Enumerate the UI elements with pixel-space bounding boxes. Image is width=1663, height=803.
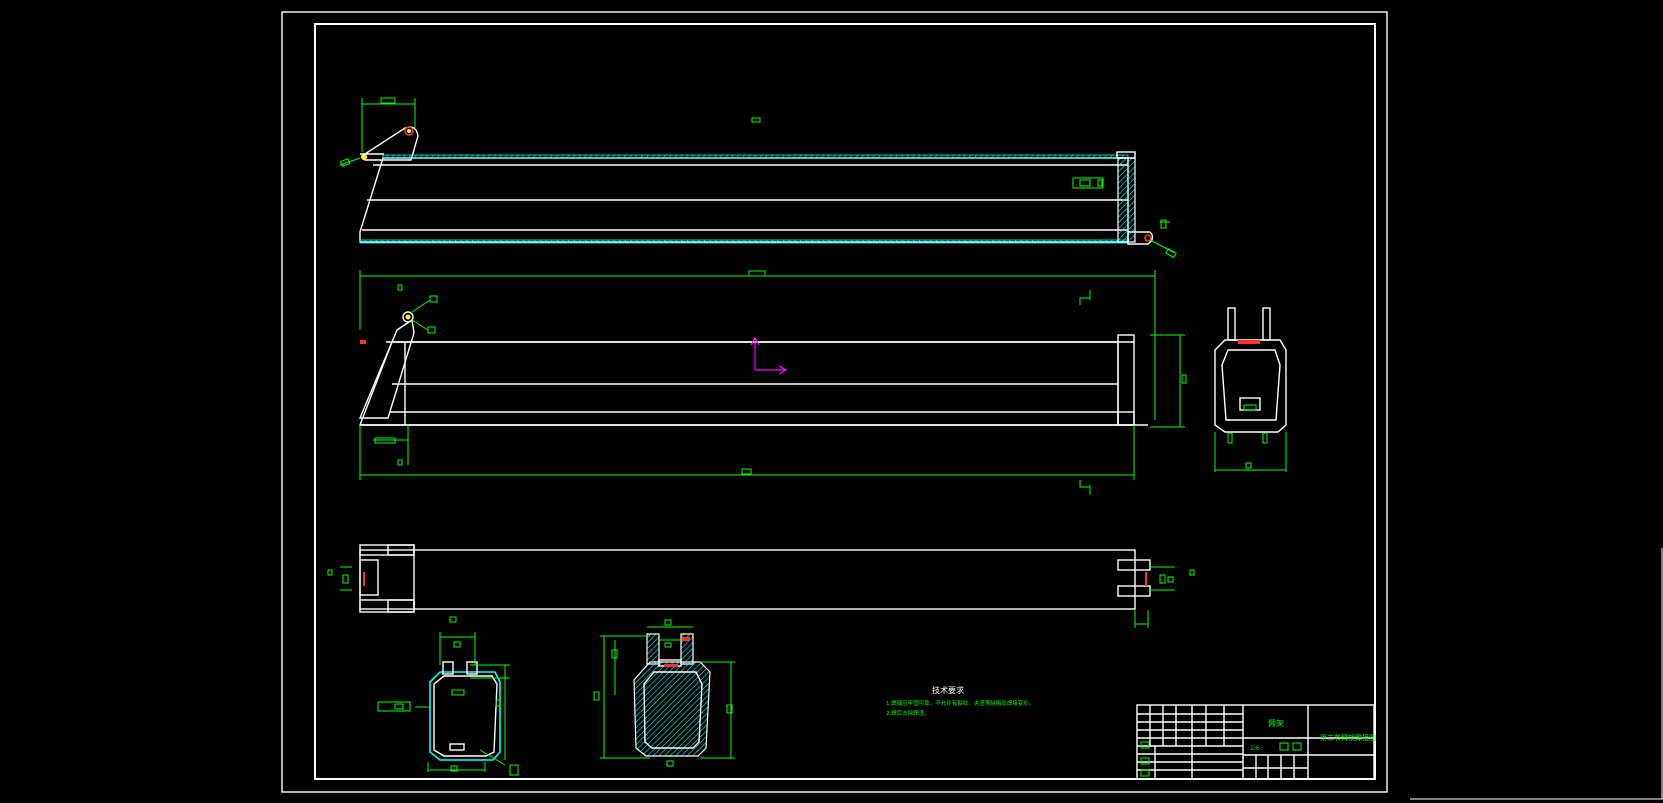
bottom-section-a [377, 616, 519, 776]
title-block-scale: 1:6 [1250, 745, 1260, 752]
side-section-view [1214, 307, 1287, 472]
notes-line-1: 1.焊缝应牢固可靠，不允许有裂纹、夹渣等缺陷及焊接变形。 [886, 699, 1034, 707]
plan-beam-view [327, 544, 1195, 628]
bottom-section-b [593, 619, 735, 767]
title-block-drawing-name: 第二节臂架焊接图 [1320, 733, 1376, 742]
title-block: 臂架 第二节臂架焊接图 1:6 [1136, 704, 1376, 780]
notes-heading: 技术要求 [932, 685, 964, 695]
sheet-inner-border [314, 23, 1376, 780]
front-beam-view [358, 270, 1187, 495]
sheet-outer-border [281, 11, 1388, 793]
notes-line-2: 2.焊后去除焊渣。 [886, 709, 930, 717]
top-beam-view [339, 97, 1177, 259]
title-block-part-name: 臂架 [1268, 718, 1284, 728]
technical-notes: 技术要求 1.焊缝应牢固可靠，不允许有裂纹、夹渣等缺陷及焊接变形。 2.焊后去除… [886, 685, 1034, 717]
